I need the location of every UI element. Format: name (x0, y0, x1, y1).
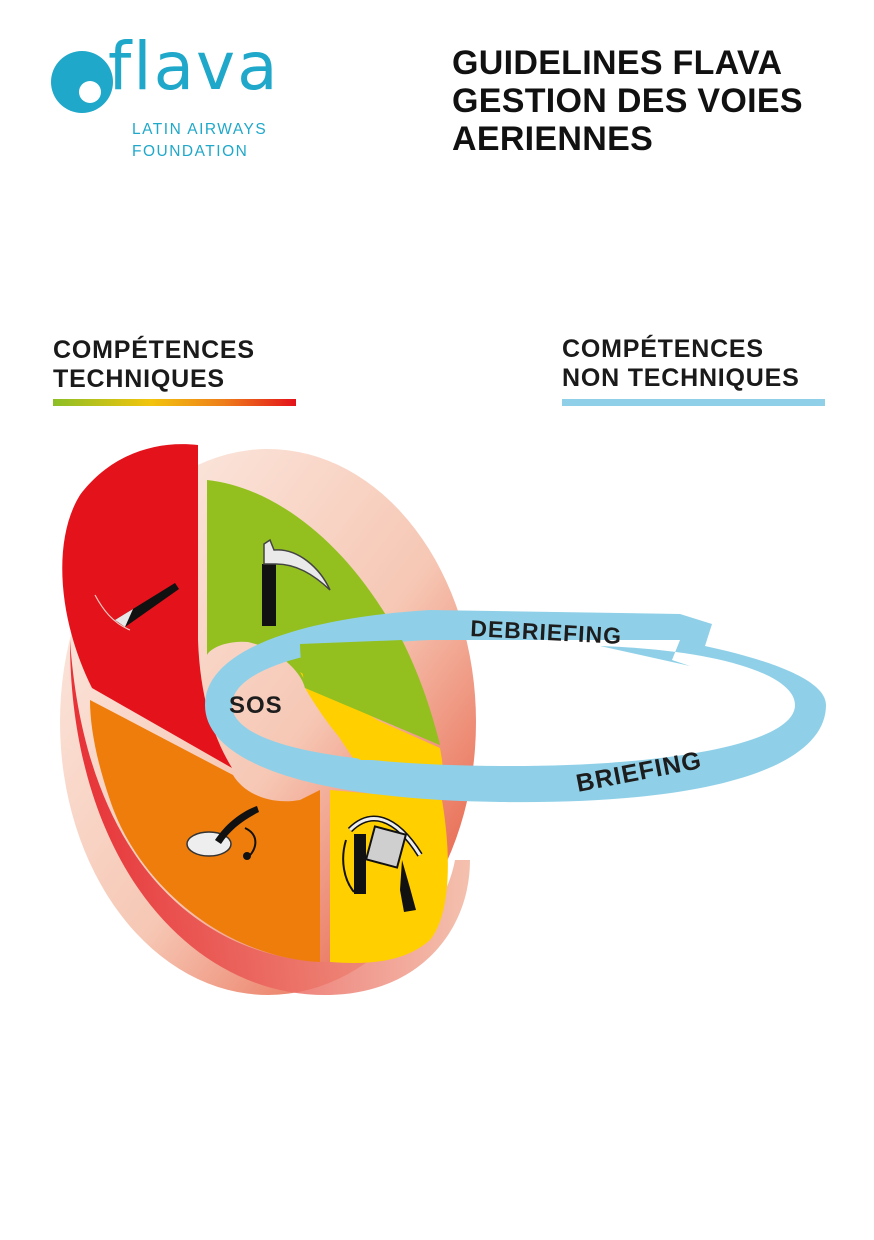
quadrant-yellow-overlap (305, 688, 442, 760)
logo-wordmark: flava (108, 28, 280, 105)
heading-line: TECHNIQUES (53, 365, 225, 393)
logo-subtitle-line2: FOUNDATION (132, 143, 249, 160)
scalpel-icon (94, 583, 179, 631)
logo-circle-icon (51, 51, 113, 113)
heading-line: NON TECHNIQUES (562, 364, 800, 392)
page-title: GUIDELINES FLAVA GESTION DES VOIES AERIE… (452, 44, 803, 158)
quadrant-green-overlap (300, 640, 440, 745)
non-technical-skills-heading: COMPÉTENCES NON TECHNIQUES (562, 335, 800, 393)
briefing-ring (205, 610, 826, 803)
disc-rim-bottom (70, 640, 470, 996)
heading-line: COMPÉTENCES (562, 335, 764, 363)
non-technical-skills-underline (562, 399, 825, 406)
quadrant-yellow (330, 790, 448, 963)
sos-label: SOS (229, 692, 283, 719)
title-line: GESTION DES VOIES (452, 82, 803, 120)
title-line: AERIENNES (452, 120, 654, 158)
flava-logo: flava LATIN AIRWAYS FOUNDATION (46, 34, 346, 170)
title-line: GUIDELINES FLAVA (452, 44, 783, 82)
technical-skills-underline (53, 399, 296, 406)
technical-skills-heading: COMPÉTENCES TECHNIQUES (53, 336, 255, 394)
airway-management-diagram: DEBRIEFING BRIEFING SOS (60, 444, 826, 996)
laryngoscope-blade-icon (262, 538, 331, 626)
heading-line: COMPÉTENCES (53, 336, 255, 364)
supraglottic-airway-icon (186, 806, 259, 860)
quadrant-orange (90, 700, 320, 962)
logo-subtitle-line1: LATIN AIRWAYS (132, 121, 268, 138)
videolaryngoscope-icon (342, 815, 423, 912)
